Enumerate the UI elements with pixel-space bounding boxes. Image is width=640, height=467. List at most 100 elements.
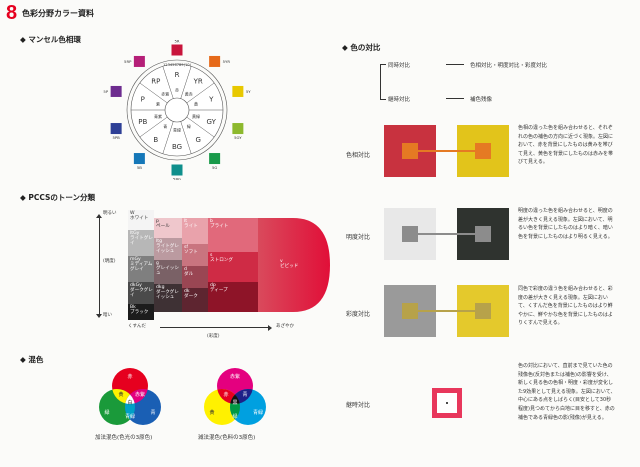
- munsell-hue-code: R: [175, 71, 180, 79]
- munsell-hue-code: Y: [208, 96, 214, 104]
- munsell-swatch: [232, 123, 244, 135]
- axis-vivid-label: あざやか: [276, 324, 294, 329]
- fixation-dot: [446, 402, 448, 404]
- munsell-swatch-code: 5R: [174, 40, 179, 44]
- hue-contrast-sample-right: [475, 143, 491, 159]
- saturation-axis: [160, 327, 270, 328]
- munsell-hue-name: 黄: [194, 100, 198, 106]
- munsell-swatch-code: 5Y: [246, 89, 251, 94]
- successive-contrast-item-label: 継時対比: [346, 402, 371, 409]
- page-title: 色彩分野カラー資料: [22, 9, 94, 18]
- lightness-contrast-text: 明度の違った色を組み合わせると、明度の差が大きく見える現象。左図において、明るい…: [518, 208, 613, 240]
- tree-vertical-line: [380, 64, 381, 100]
- subtractive-mixing-caption: 減法混色(色料の3原色): [198, 435, 256, 441]
- munsell-swatch: [133, 55, 145, 67]
- munsell-hue-name: 青緑: [173, 127, 181, 133]
- subtractive-label-green: 緑: [232, 413, 237, 420]
- munsell-hue-code: YR: [193, 78, 203, 86]
- lightness-contrast-label: 明度対比: [346, 234, 371, 241]
- munsell-swatch: [133, 153, 145, 165]
- munsell-hue-name: 赤紫: [161, 90, 169, 96]
- chapter-number: 8: [6, 2, 18, 24]
- munsell-swatch-code: 5GY: [234, 135, 242, 140]
- munsell-spoke: [139, 82, 168, 104]
- saturation-contrast-sample-right: [475, 303, 491, 319]
- munsell-swatch: [110, 85, 122, 97]
- additive-mixing-diagram: 赤 緑 青 黄 赤紫 青緑 白: [99, 368, 161, 425]
- additive-label-top: 赤: [127, 374, 132, 380]
- hue-contrast-text: 色相の違った色を組み合わせると、それぞれの色の補色の方向に近づく現象。左図におい…: [518, 125, 614, 166]
- munsell-spoke: [186, 116, 215, 138]
- axis-saturation-label: (彩度): [207, 334, 220, 339]
- munsell-spoke: [186, 82, 215, 104]
- hue-contrast-label: 色相対比: [346, 152, 371, 159]
- lightness-contrast-sample-left: [402, 226, 418, 242]
- munsell-section-title: ◆ マンセル色相環: [20, 35, 81, 44]
- simultaneous-contrast-desc: 色相対比・明度対比・彩度対比: [470, 63, 548, 69]
- lightness-axis: [96, 208, 102, 320]
- additive-label-cyan: 青緑: [125, 413, 135, 420]
- hue-contrast-connector: [418, 150, 475, 152]
- successive-contrast-text: 色の対比において、直前まで見ていた色の残像色(反対色または補色)の影響を受け、新…: [518, 363, 616, 421]
- successive-contrast-label: 継時対比: [388, 97, 411, 103]
- munsell-swatch: [209, 153, 221, 165]
- additive-label-left: 緑: [104, 409, 109, 416]
- munsell-hue-code: G: [195, 136, 200, 144]
- hue-contrast-sample-left: [402, 143, 418, 159]
- successive-contrast-desc: 補色残像: [470, 97, 493, 103]
- contrast-section-title: ◆ 色の対比: [342, 43, 381, 52]
- munsell-swatch-code: 5YR: [223, 59, 231, 64]
- munsell-hue-name: 紫: [156, 100, 160, 106]
- munsell-spoke: [180, 66, 192, 99]
- subtractive-label-top: 赤紫: [230, 374, 240, 380]
- lightness-contrast-connector: [418, 233, 475, 235]
- munsell-swatch-code: 5G: [212, 165, 217, 170]
- subtractive-label-red: 赤: [223, 392, 228, 398]
- additive-label-yellow: 黄: [118, 391, 123, 398]
- successive-contrast-red-frame: [432, 388, 462, 418]
- munsell-hue-name: 青紫: [154, 113, 162, 119]
- simultaneous-contrast-label: 同時対比: [388, 63, 411, 69]
- munsell-spoke: [139, 116, 168, 138]
- munsell-hue-name: 緑: [187, 123, 191, 129]
- munsell-swatch-code: 5BG: [173, 177, 181, 181]
- munsell-hue-code: P: [141, 96, 145, 104]
- munsell-hue-code: PB: [138, 118, 147, 126]
- munsell-hue-name: 黄緑: [192, 113, 200, 119]
- saturation-contrast-label: 彩度対比: [346, 311, 371, 318]
- pccs-section-title: ◆ PCCSのトーン分類: [20, 193, 96, 202]
- subtractive-label-right: 青緑: [253, 409, 263, 416]
- munsell-swatch: [110, 123, 122, 135]
- saturation-contrast-connector: [418, 310, 475, 312]
- additive-mixing-caption: 加法混色(色光の3原色): [95, 435, 153, 441]
- mixing-section-title: ◆ 混色: [20, 355, 44, 364]
- additive-label-magenta: 赤紫: [135, 392, 145, 398]
- munsell-spoke: [180, 121, 192, 154]
- axis-lightness-label: (明度): [103, 259, 116, 264]
- munsell-swatch-code: 5RP: [124, 59, 132, 64]
- saturation-axis-arrow: [268, 325, 272, 331]
- munsell-hue-code: RP: [151, 78, 160, 86]
- axis-dull-label: くすんだ: [128, 324, 146, 329]
- munsell-ring-text: 123456789(10): [163, 63, 192, 67]
- munsell-hue-name: 赤: [175, 88, 179, 93]
- munsell-hue-code: BG: [172, 143, 182, 151]
- munsell-hue-code: B: [153, 136, 158, 144]
- munsell-hue-name: 黄赤: [185, 90, 193, 96]
- axis-dark-label: 暗い: [103, 313, 112, 318]
